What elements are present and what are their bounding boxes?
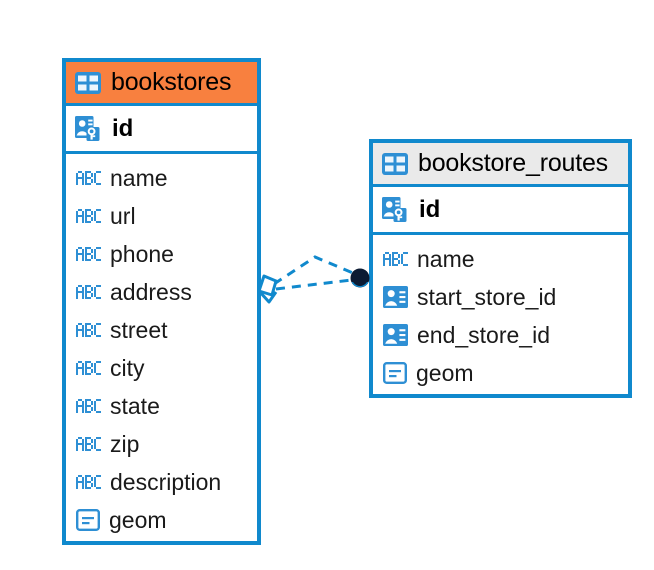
entity-field-list: name start_store_id: [373, 235, 628, 398]
primary-key-icon: [75, 115, 102, 142]
field-row[interactable]: street: [66, 311, 257, 349]
table-icon: [382, 152, 408, 175]
field-label: city: [110, 354, 145, 381]
text-abc-icon: [76, 209, 101, 223]
field-row[interactable]: address: [66, 273, 257, 311]
relationship-line-straight: [275, 277, 361, 291]
text-abc-icon: [76, 399, 101, 413]
foreign-key-icon: [383, 324, 408, 346]
field-row[interactable]: geom: [373, 354, 628, 392]
entity-bookstores[interactable]: bookstores id: [62, 58, 261, 545]
field-row[interactable]: zip: [66, 425, 257, 463]
text-abc-icon: [76, 361, 101, 375]
many-dot-marker: [350, 268, 370, 288]
entity-primary-key-row[interactable]: id: [373, 187, 628, 235]
field-label: name: [110, 164, 168, 191]
field-label: geom: [416, 359, 474, 386]
text-abc-icon: [76, 247, 101, 261]
text-abc-icon: [76, 285, 101, 299]
entity-header-bookstores[interactable]: bookstores: [66, 62, 257, 106]
geometry-icon: [76, 509, 100, 531]
field-label: phone: [110, 240, 174, 267]
entity-primary-key-row[interactable]: id: [66, 106, 257, 154]
table-icon: [75, 71, 101, 94]
relationship-connector[interactable]: [250, 240, 380, 320]
entity-bookstore-routes[interactable]: bookstore_routes id: [369, 139, 632, 398]
field-label: zip: [110, 430, 140, 457]
field-row[interactable]: start_store_id: [373, 278, 628, 316]
field-row[interactable]: name: [66, 159, 257, 197]
text-abc-icon: [383, 252, 408, 266]
field-label: state: [110, 392, 160, 419]
field-row[interactable]: description: [66, 463, 257, 501]
field-row[interactable]: end_store_id: [373, 316, 628, 354]
field-label: geom: [109, 506, 167, 533]
field-label: start_store_id: [417, 283, 557, 310]
entity-field-list: name u: [66, 154, 257, 545]
primary-key-label: id: [419, 195, 441, 223]
field-row[interactable]: geom: [66, 501, 257, 539]
field-label: address: [110, 278, 192, 305]
field-row[interactable]: url: [66, 197, 257, 235]
foreign-key-icon: [383, 286, 408, 308]
field-row[interactable]: city: [66, 349, 257, 387]
entity-title: bookstores: [111, 68, 232, 96]
text-abc-icon: [76, 475, 101, 489]
geometry-icon: [383, 362, 407, 384]
entity-title: bookstore_routes: [418, 149, 608, 177]
field-label: name: [417, 245, 475, 272]
field-row[interactable]: name: [373, 240, 628, 278]
one-diamond-marker: [257, 274, 278, 304]
primary-key-icon: [382, 196, 409, 223]
text-abc-icon: [76, 323, 101, 337]
primary-key-label: id: [112, 114, 134, 142]
text-abc-icon: [76, 171, 101, 185]
text-abc-icon: [76, 437, 101, 451]
field-label: street: [110, 316, 168, 343]
field-row[interactable]: state: [66, 387, 257, 425]
field-row[interactable]: phone: [66, 235, 257, 273]
relationship-line-arc: [273, 255, 361, 286]
field-label: description: [110, 468, 222, 495]
field-label: end_store_id: [417, 321, 550, 348]
field-label: url: [110, 202, 136, 229]
entity-header-bookstore-routes[interactable]: bookstore_routes: [373, 143, 628, 187]
